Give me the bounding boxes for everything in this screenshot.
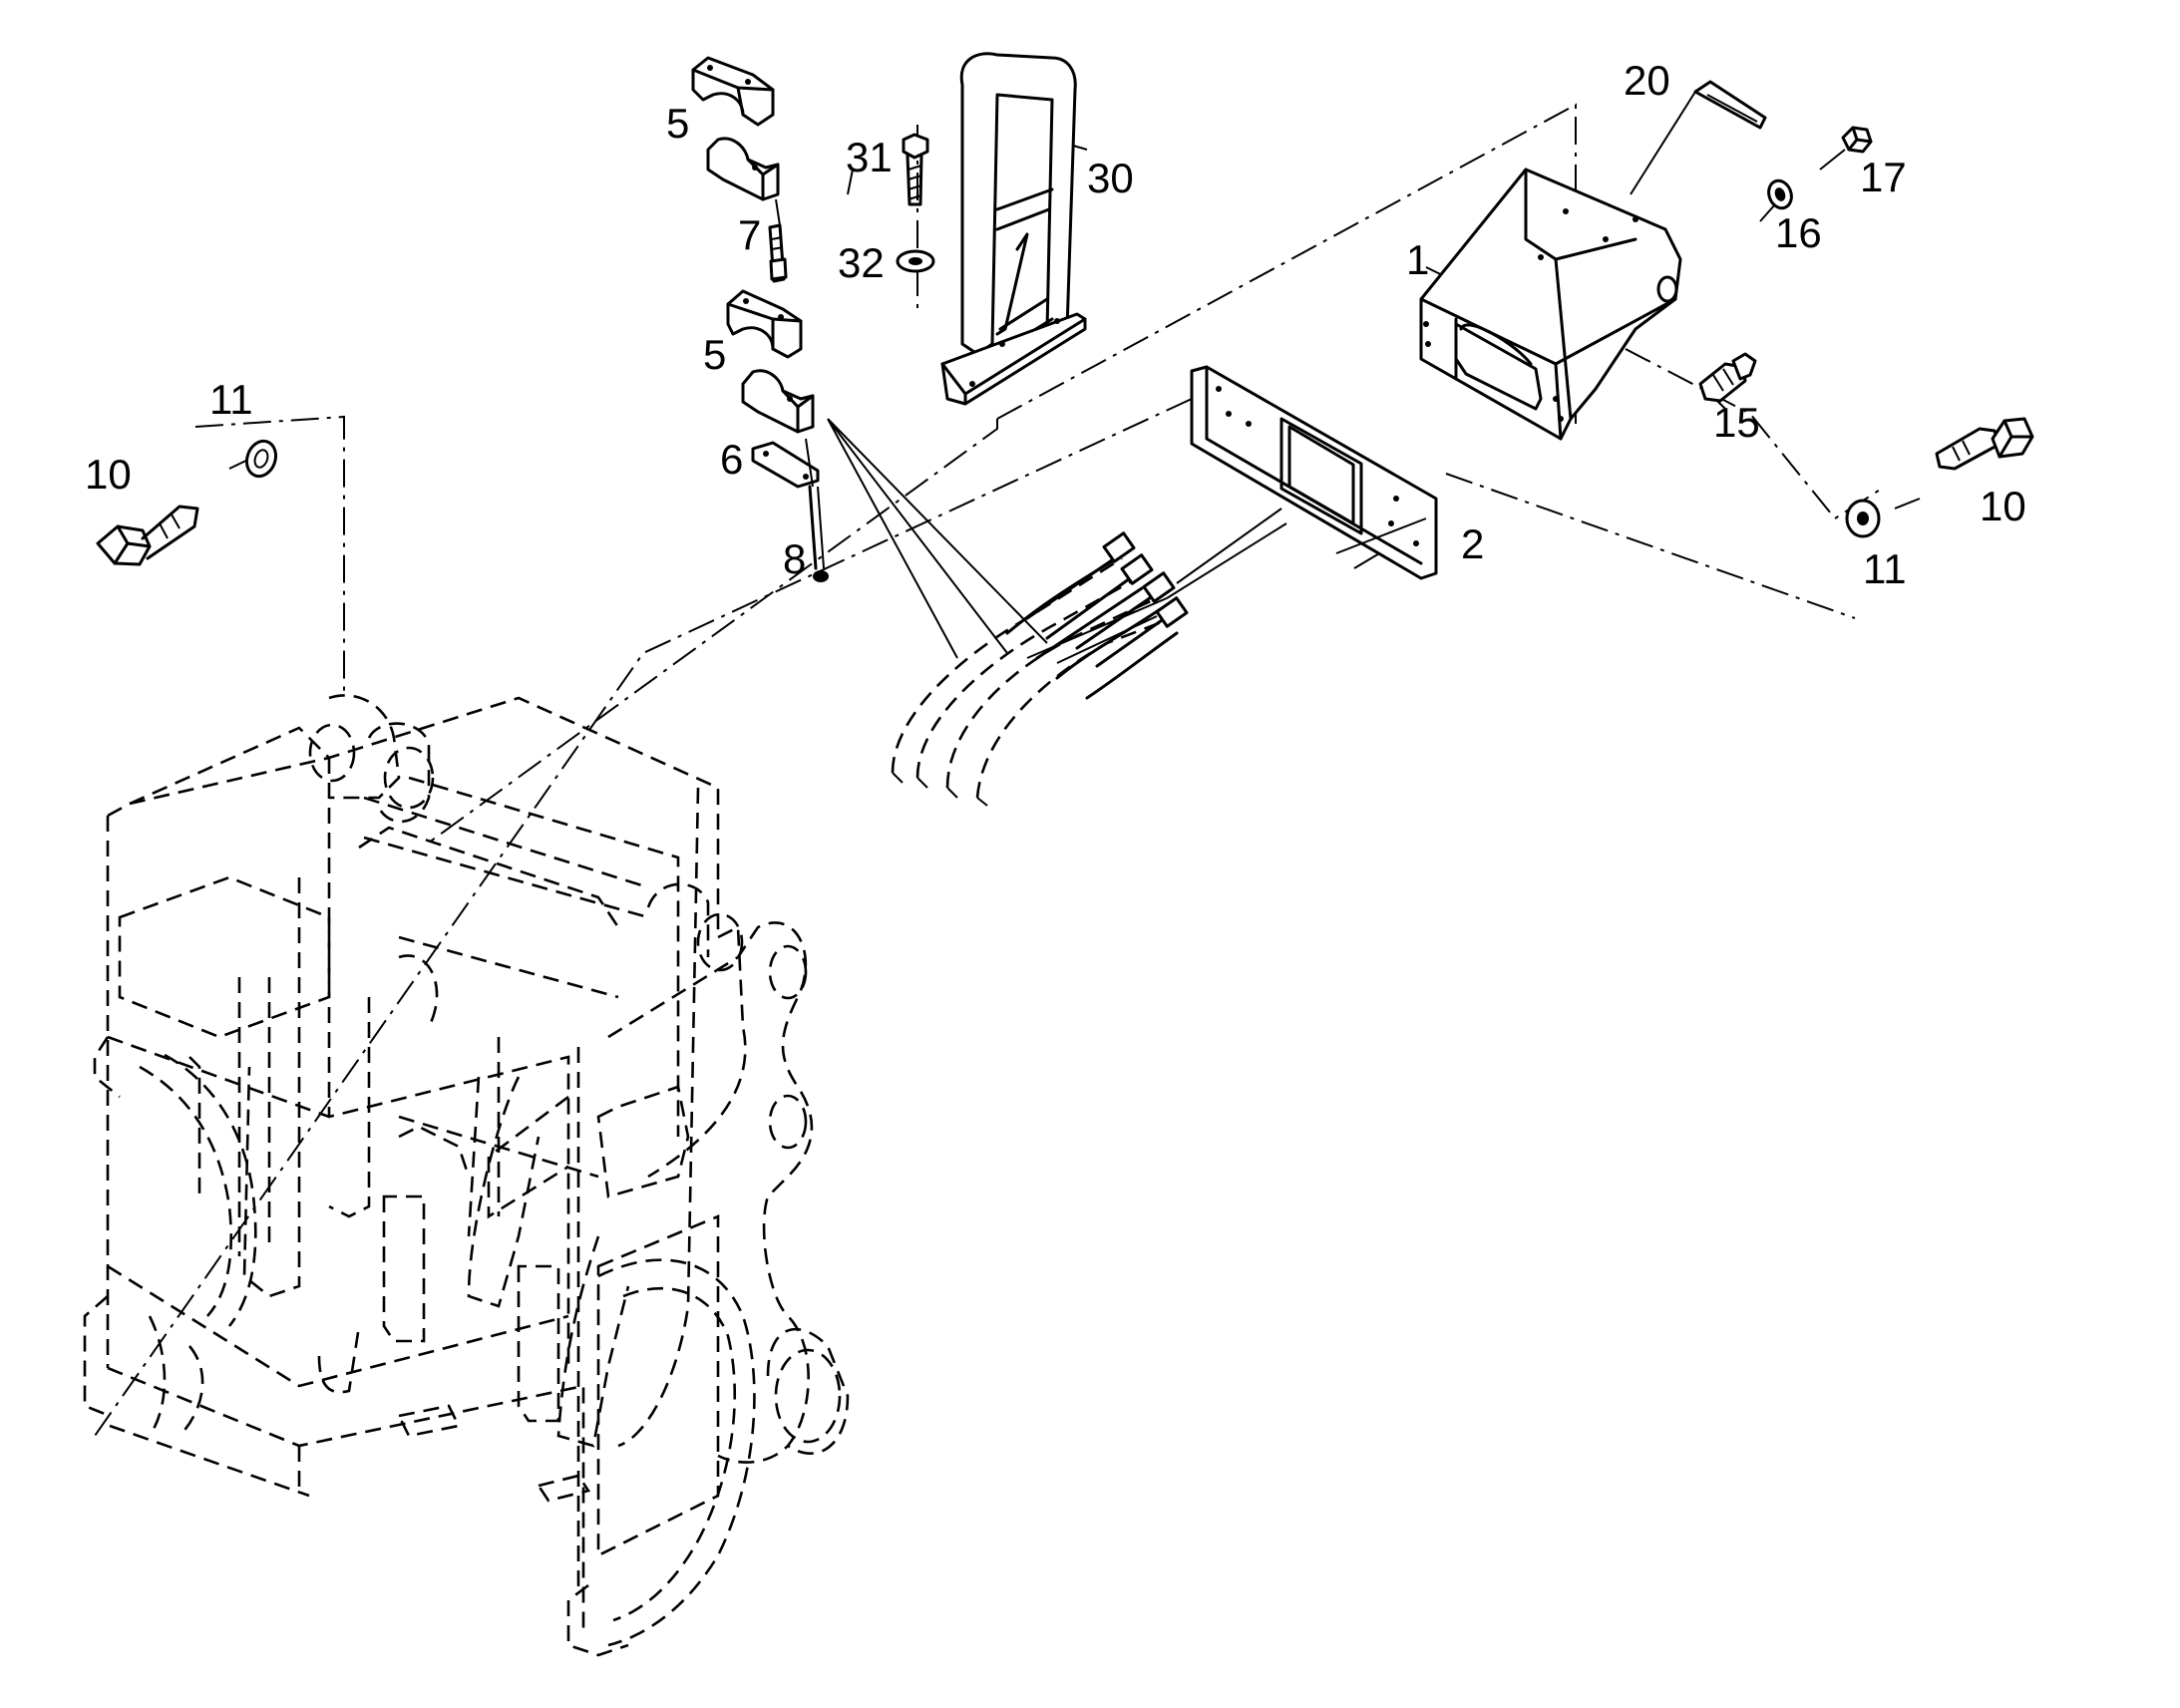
callout-17: 17 [1860,154,1907,200]
callout-31: 31 [846,134,893,180]
washer-11-right [1845,499,1881,538]
nut-17 [1841,126,1873,154]
callout-6: 6 [720,436,743,483]
callout-1: 1 [1406,236,1429,283]
clamp-halves-upper [691,56,780,201]
callout-11-right: 11 [1863,545,1907,592]
callout-7: 7 [738,211,761,258]
gasket-plate [1190,365,1438,580]
hydraulic-hoses [891,508,1287,807]
callout-8: 8 [783,535,806,582]
callout-labels: 1 2 5 5 6 7 8 10 10 11 11 15 16 17 20 30… [85,57,2026,592]
callout-15: 15 [1713,399,1760,446]
washer-11-left [244,439,278,479]
clamp-halves-lower [726,289,815,434]
assembly-centerlines [94,103,1886,1437]
callout-32: 32 [838,239,885,286]
callout-5-lower: 5 [703,331,726,378]
callout-2: 2 [1461,520,1484,567]
stud-7 [768,198,788,283]
callout-5-upper: 5 [666,100,689,147]
callout-20: 20 [1624,57,1670,104]
clamp-plate-6 [751,441,820,489]
washer-16 [1767,178,1793,210]
callout-11-left: 11 [209,376,253,423]
washer-32 [896,249,935,273]
grab-handle [940,52,1087,406]
callout-30: 30 [1087,155,1134,201]
hose-fitting [1102,531,1189,628]
main-frame [83,694,850,1657]
callout-10-right: 10 [1980,483,2026,529]
breather-fitting-15 [1698,352,1757,403]
label-plate-20 [1693,80,1767,130]
bolt-10-left [96,505,199,566]
callout-10-left: 10 [85,451,132,498]
callout-16: 16 [1775,209,1822,256]
bolt-10-right [1935,417,2034,471]
mounting-bracket [1419,168,1682,441]
bolt-31 [902,133,929,206]
screw-8 [805,438,829,582]
